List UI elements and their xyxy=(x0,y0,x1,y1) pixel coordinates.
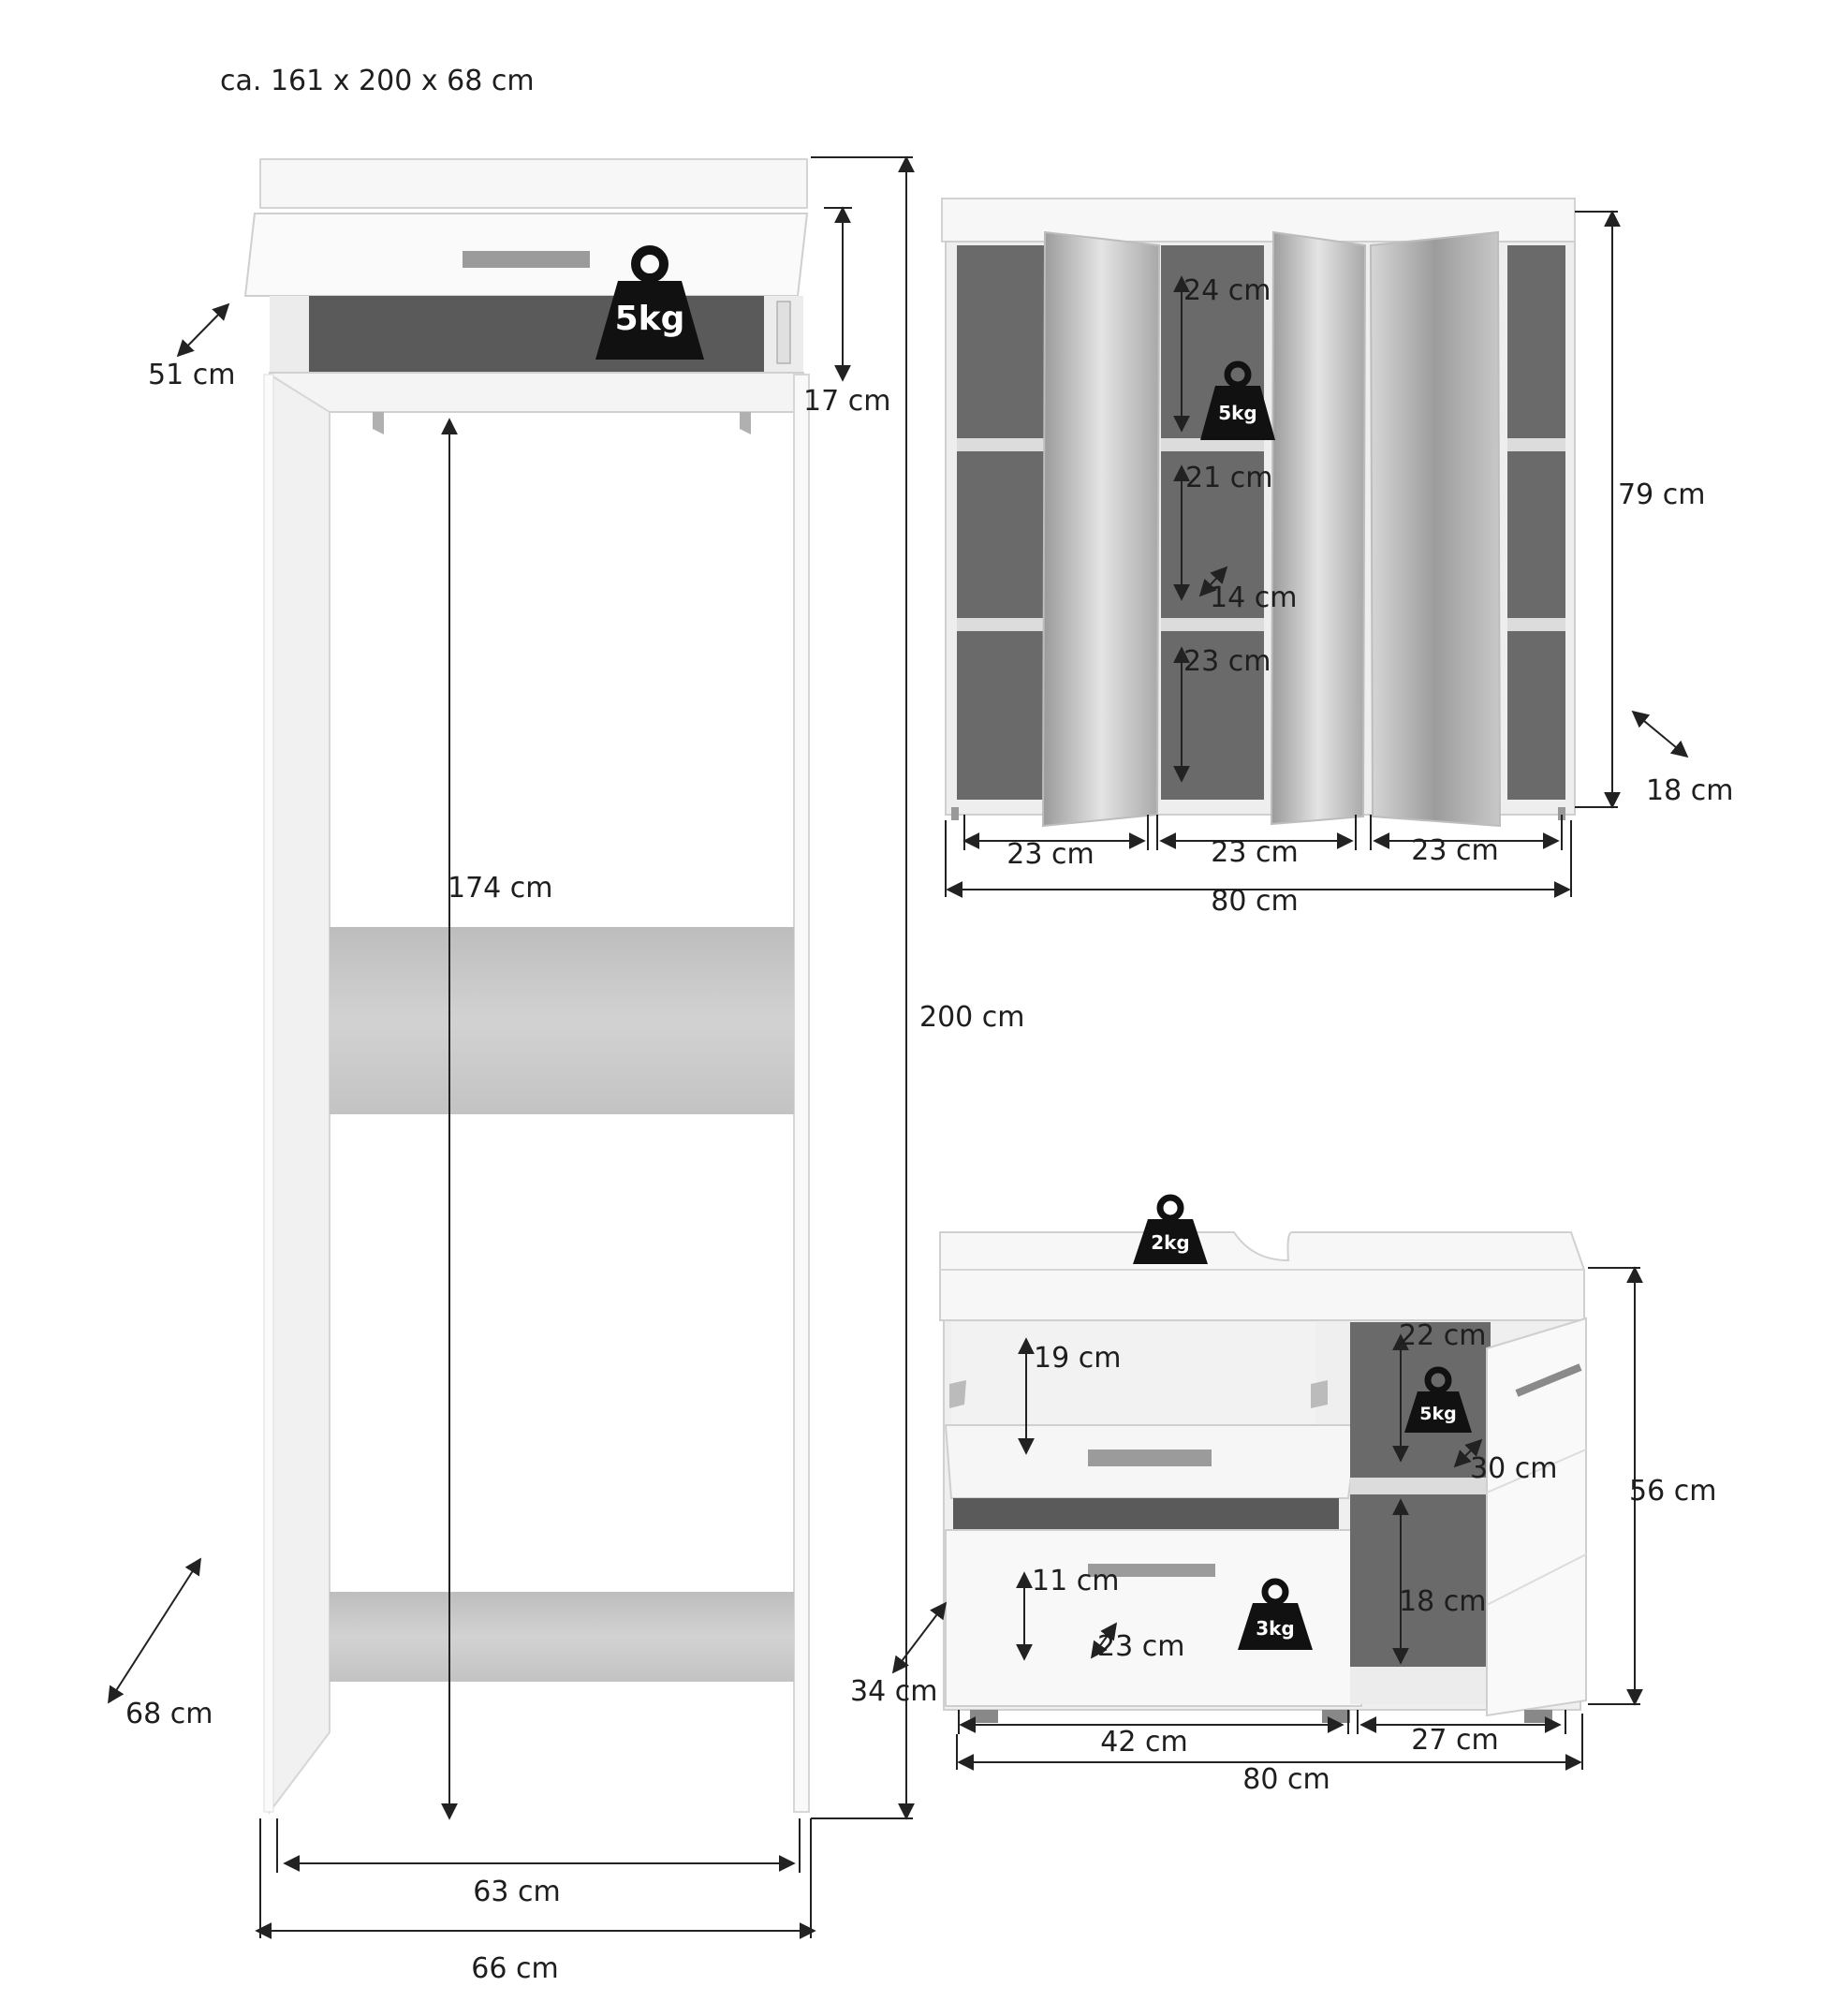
vanity-open-drawer-height-label: 19 cm xyxy=(1034,1342,1121,1375)
mirror-compartment-1-label: 24 cm xyxy=(1183,274,1271,307)
wardrobe-dimension-lines xyxy=(108,155,915,1939)
wardrobe-drawing xyxy=(243,158,810,1815)
mirror-height-label: 79 cm xyxy=(1618,478,1705,511)
vanity-drawer-inner-height-label: 11 cm xyxy=(1032,1565,1119,1597)
mirror-compartment-3-label: 23 cm xyxy=(1183,645,1271,678)
vanity-top-compartment-label: 22 cm xyxy=(1399,1319,1486,1352)
vanity-bottom-compartment-label: 18 cm xyxy=(1399,1585,1486,1618)
vanity-drawer-depth-label: 23 cm xyxy=(1097,1630,1184,1663)
weight-icon: 5kg xyxy=(1200,361,1275,440)
vanity-lower-drawer-handle xyxy=(1088,1564,1215,1577)
wardrobe-width-label: 66 cm xyxy=(471,1952,558,1985)
mirror-section-right-label: 23 cm xyxy=(1411,834,1498,867)
mirror-section-left-label: 23 cm xyxy=(1007,838,1094,871)
vanity-upper-drawer-handle xyxy=(1088,1449,1212,1466)
mirror-section-middle-label: 23 cm xyxy=(1211,836,1298,869)
mirror-width-label: 80 cm xyxy=(1211,885,1298,918)
mirror-cabinet-weight-label: 5kg xyxy=(1218,402,1257,424)
vanity-shelf-depth-label: 30 cm xyxy=(1470,1452,1557,1485)
mirror-depth-label: 18 cm xyxy=(1646,774,1733,807)
vanity-drawer-weight-label: 3kg xyxy=(1256,1617,1295,1640)
weight-icon: 2kg xyxy=(1133,1194,1208,1264)
wardrobe-depth-label: 68 cm xyxy=(125,1698,213,1730)
weight-icon: 3kg xyxy=(1238,1578,1313,1650)
weight-icon: 5kg xyxy=(595,245,704,360)
wardrobe-weight-label: 5kg xyxy=(615,300,685,338)
vanity-door-width-label: 27 cm xyxy=(1411,1724,1498,1757)
product-size-title: ca. 161 x 200 x 68 cm xyxy=(220,65,535,97)
mirror-cabinet-dimension-lines xyxy=(945,210,1689,898)
mirror-shelf-depth-label: 14 cm xyxy=(1210,581,1297,614)
vanity-height-label: 56 cm xyxy=(1629,1475,1716,1508)
wardrobe-depth-top-label: 51 cm xyxy=(148,359,235,391)
wardrobe-inner-width-label: 63 cm xyxy=(473,1876,560,1908)
mirror-compartment-2-label: 21 cm xyxy=(1185,462,1272,494)
vanity-top-weight-label: 2kg xyxy=(1151,1231,1190,1254)
weight-icon: 5kg xyxy=(1404,1366,1472,1433)
wardrobe-inner-height-label: 174 cm xyxy=(448,872,553,905)
wardrobe-total-height-label: 200 cm xyxy=(919,1001,1025,1034)
vanity-drawer-width-label: 42 cm xyxy=(1100,1726,1187,1758)
wardrobe-drawer-handle xyxy=(463,251,590,268)
vanity-depth-label: 34 cm xyxy=(850,1675,937,1708)
wardrobe-shelf-height-label: 17 cm xyxy=(803,385,890,418)
vanity-dimension-lines xyxy=(891,1266,1643,1771)
vanity-shelf-weight-label: 5kg xyxy=(1419,1404,1456,1424)
vanity-width-label: 80 cm xyxy=(1242,1763,1330,1796)
